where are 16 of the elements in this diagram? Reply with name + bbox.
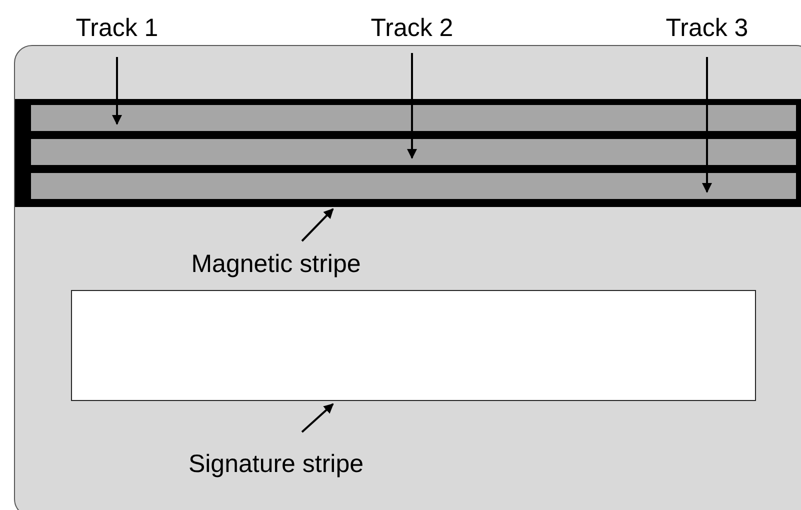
- leader-arrow: [112, 57, 122, 125]
- leader-arrow: [407, 53, 417, 159]
- track-bar: [31, 173, 796, 199]
- track-bar: [31, 139, 796, 165]
- leader-arrow: [702, 57, 712, 193]
- card-drawing: [14, 45, 801, 510]
- track-bar: [31, 105, 796, 131]
- text-label: Track 2: [370, 16, 454, 40]
- leader-arrow: [301, 403, 334, 433]
- text-label: Track 3: [666, 16, 748, 40]
- magnetic-stripe: [15, 99, 801, 207]
- text-label: Magnetic stripe: [191, 252, 361, 276]
- leader-arrow: [301, 208, 334, 242]
- signature-panel: [71, 290, 756, 401]
- text-label: Signature stripe: [188, 452, 364, 476]
- text-label: Track 1: [76, 16, 158, 40]
